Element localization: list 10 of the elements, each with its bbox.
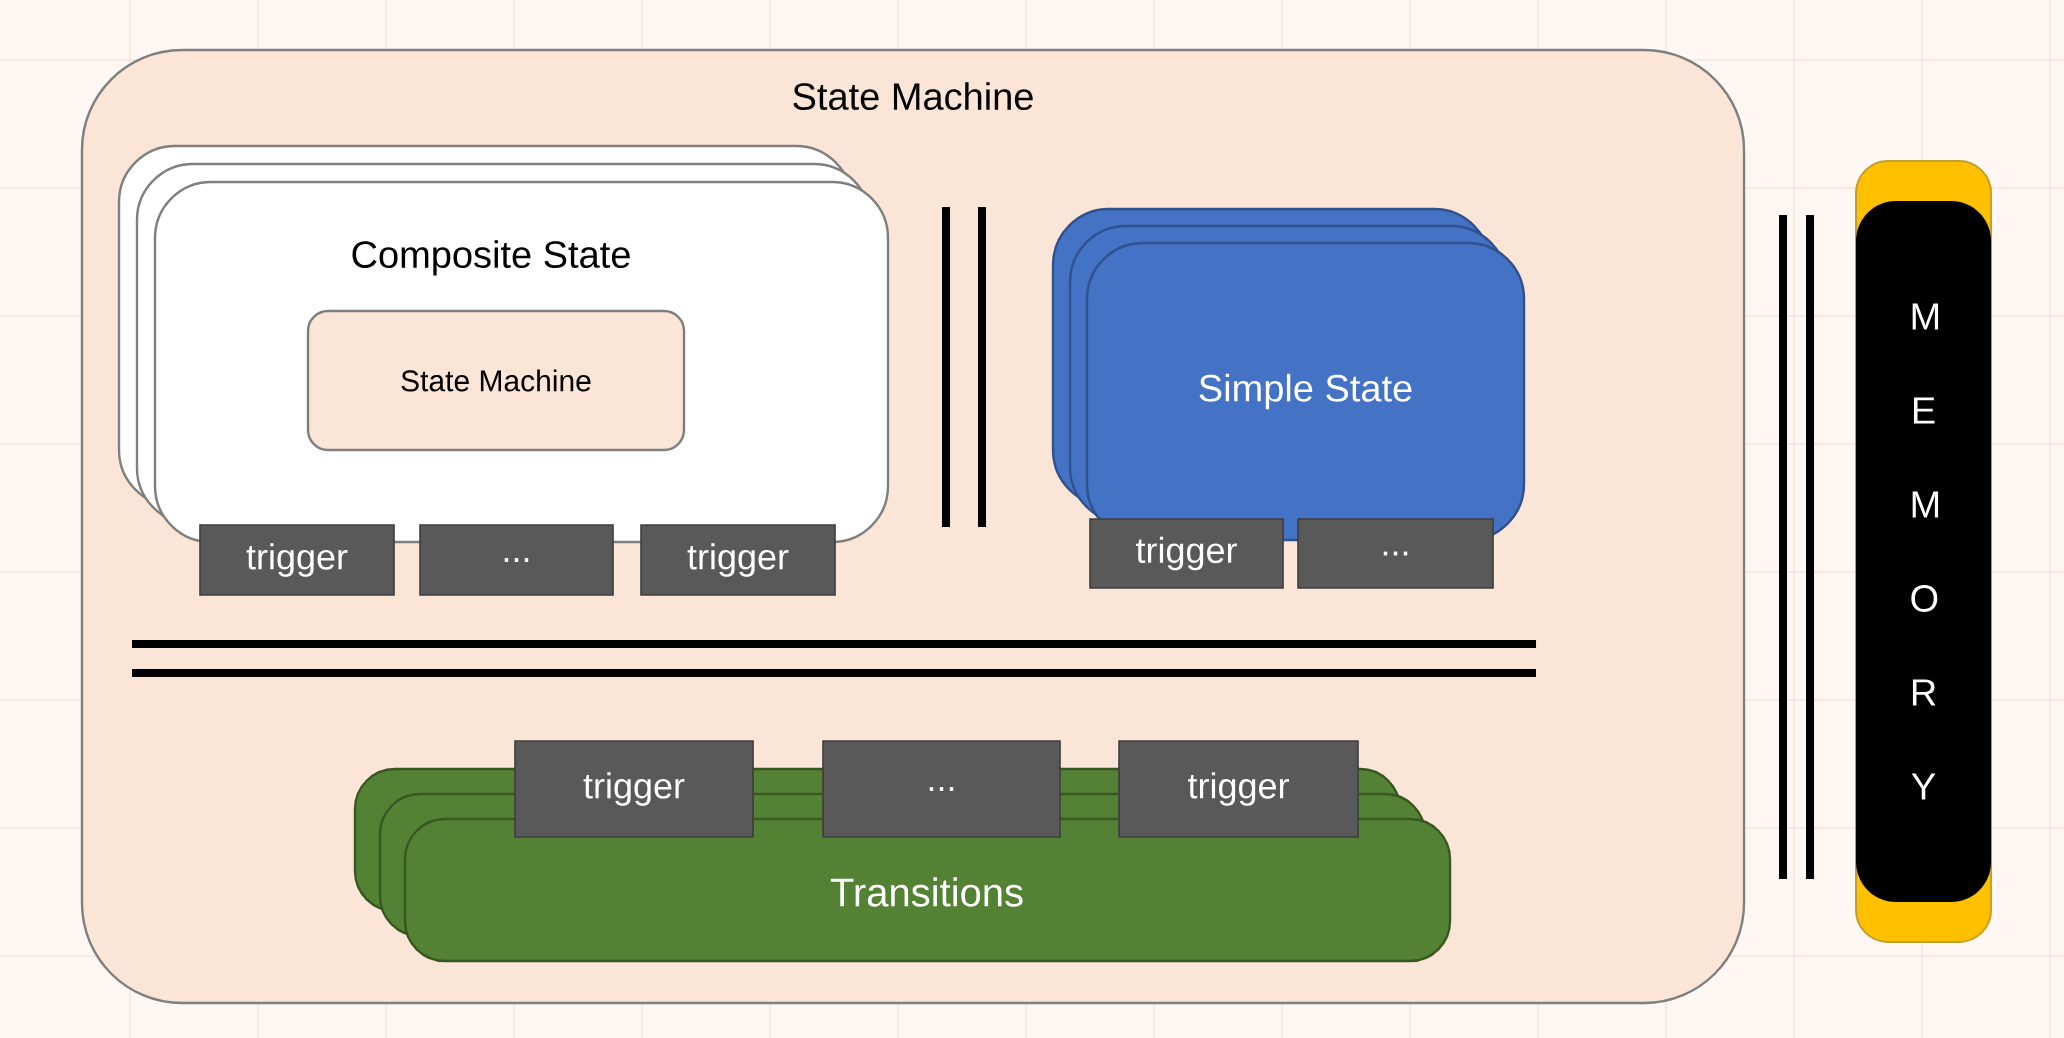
trigger-box: trigger bbox=[1118, 740, 1359, 838]
state-machine-box: State Machine bbox=[306, 309, 686, 452]
trigger-box: ... bbox=[1297, 518, 1494, 589]
trigger-box: trigger bbox=[640, 524, 836, 596]
trigger-box: ... bbox=[822, 740, 1061, 838]
trigger-box: trigger bbox=[514, 740, 754, 838]
trigger-box: trigger bbox=[199, 524, 395, 596]
trigger-box: ... bbox=[419, 524, 614, 596]
memory-bar: M E M O R Y bbox=[1855, 160, 1993, 943]
trigger-box: trigger bbox=[1089, 518, 1284, 589]
